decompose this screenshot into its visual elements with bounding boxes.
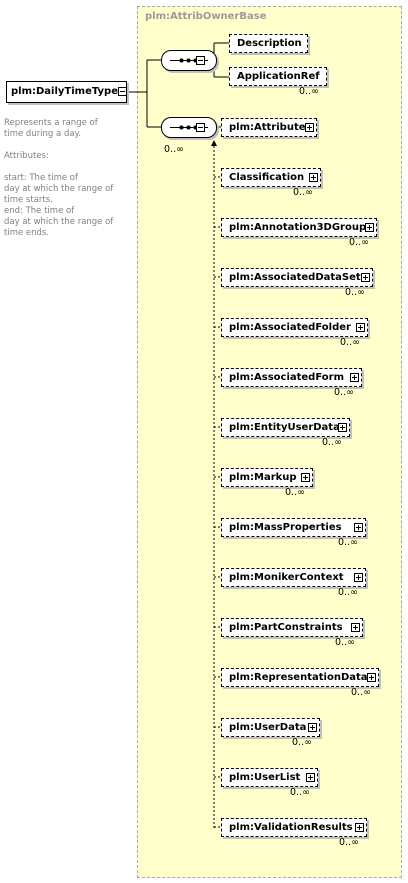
- element-label: plm:AssociatedDataSet: [229, 272, 361, 283]
- documentation-text: Represents a range of time during a day.…: [4, 118, 114, 238]
- element-label: plm:AssociatedFolder: [229, 322, 351, 333]
- element-description[interactable]: Description: [229, 34, 308, 53]
- occurrence-label: 0..∞: [299, 86, 319, 97]
- expand-icon[interactable]: [308, 723, 317, 732]
- occurrence-label: 0..∞: [339, 837, 359, 848]
- element-label: plm:UserData: [229, 722, 307, 733]
- sequence-collapse-icon[interactable]: [196, 123, 205, 132]
- collapse-icon[interactable]: [118, 87, 127, 96]
- expand-icon[interactable]: [354, 523, 363, 532]
- element-attribute[interactable]: plm:Attribute: [221, 118, 317, 137]
- element-label: plm:UserList: [229, 772, 301, 783]
- expand-icon[interactable]: [356, 323, 365, 332]
- occurrence-label: 0..∞: [349, 237, 369, 248]
- element-moniker-context[interactable]: plm:MonikerContext: [221, 568, 366, 587]
- expand-icon[interactable]: [367, 673, 376, 682]
- element-label: plm:RepresentationData: [229, 672, 368, 683]
- occurrence-label: 0..∞: [293, 187, 313, 198]
- element-label: plm:MonikerContext: [229, 572, 344, 583]
- expand-icon[interactable]: [309, 173, 318, 182]
- occurrence-label: 0..∞: [351, 687, 371, 698]
- expand-icon[interactable]: [365, 223, 374, 232]
- element-mass-properties[interactable]: plm:MassProperties: [221, 518, 366, 537]
- element-part-constraints[interactable]: plm:PartConstraints: [221, 618, 363, 637]
- element-user-list[interactable]: plm:UserList: [221, 768, 318, 787]
- occurrence-label: 0..∞: [345, 287, 365, 298]
- expand-icon[interactable]: [350, 373, 359, 382]
- occurrence-label: 0..∞: [335, 637, 355, 648]
- element-label: plm:EntityUserData: [229, 422, 340, 433]
- sequence-compositor-1[interactable]: [161, 50, 217, 71]
- element-user-data[interactable]: plm:UserData: [221, 718, 320, 737]
- element-label: plm:AssociatedForm: [229, 372, 344, 383]
- expand-icon[interactable]: [338, 423, 347, 432]
- element-application-ref[interactable]: ApplicationRef: [229, 67, 327, 86]
- element-label: plm:Annotation3DGroup: [229, 222, 367, 233]
- occurrence-label: 0..∞: [338, 537, 358, 548]
- occurrence-label: 0..∞: [334, 387, 354, 398]
- element-label: Description: [237, 38, 302, 49]
- expand-icon[interactable]: [351, 623, 360, 632]
- expand-icon[interactable]: [354, 573, 363, 582]
- occurrence-label: 0..∞: [340, 337, 360, 348]
- element-label: plm:Markup: [229, 472, 297, 483]
- element-label: plm:PartConstraints: [229, 622, 343, 633]
- expand-icon[interactable]: [355, 823, 364, 832]
- element-label: plm:Attribute: [229, 122, 306, 133]
- element-associated-folder[interactable]: plm:AssociatedFolder: [221, 318, 368, 337]
- element-label: plm:MassProperties: [229, 522, 342, 533]
- root-element-box[interactable]: plm:DailyTimeType: [6, 81, 127, 103]
- occurrence-label: 0..∞: [292, 737, 312, 748]
- sequence-collapse-icon[interactable]: [196, 56, 205, 65]
- sequence-compositor-2[interactable]: [161, 117, 217, 138]
- element-representation-data[interactable]: plm:RepresentationData: [221, 668, 379, 687]
- sequence-occurrence: 0..∞: [164, 144, 184, 155]
- occurrence-label: 0..∞: [285, 487, 305, 498]
- element-associated-form[interactable]: plm:AssociatedForm: [221, 368, 362, 387]
- expand-icon[interactable]: [306, 773, 315, 782]
- occurrence-label: 0..∞: [322, 437, 342, 448]
- element-markup[interactable]: plm:Markup: [221, 468, 313, 487]
- element-annotation3-dgroup[interactable]: plm:Annotation3DGroup: [221, 218, 377, 237]
- element-associated-data-set[interactable]: plm:AssociatedDataSet: [221, 268, 373, 287]
- element-classification[interactable]: Classification: [221, 168, 321, 187]
- element-label: plm:ValidationResults: [229, 822, 353, 833]
- expand-icon[interactable]: [361, 273, 370, 282]
- occurrence-label: 0..∞: [338, 587, 358, 598]
- element-label: Classification: [229, 172, 305, 183]
- expand-icon[interactable]: [301, 473, 310, 482]
- expand-icon[interactable]: [305, 123, 314, 132]
- element-label: ApplicationRef: [237, 71, 320, 82]
- root-element-label: plm:DailyTimeType: [11, 86, 118, 97]
- occurrence-label: 0..∞: [290, 787, 310, 798]
- element-validation-results[interactable]: plm:ValidationResults: [221, 818, 367, 837]
- element-entity-user-data[interactable]: plm:EntityUserData: [221, 418, 350, 437]
- complex-type-title: plm:AttribOwnerBase: [145, 11, 267, 22]
